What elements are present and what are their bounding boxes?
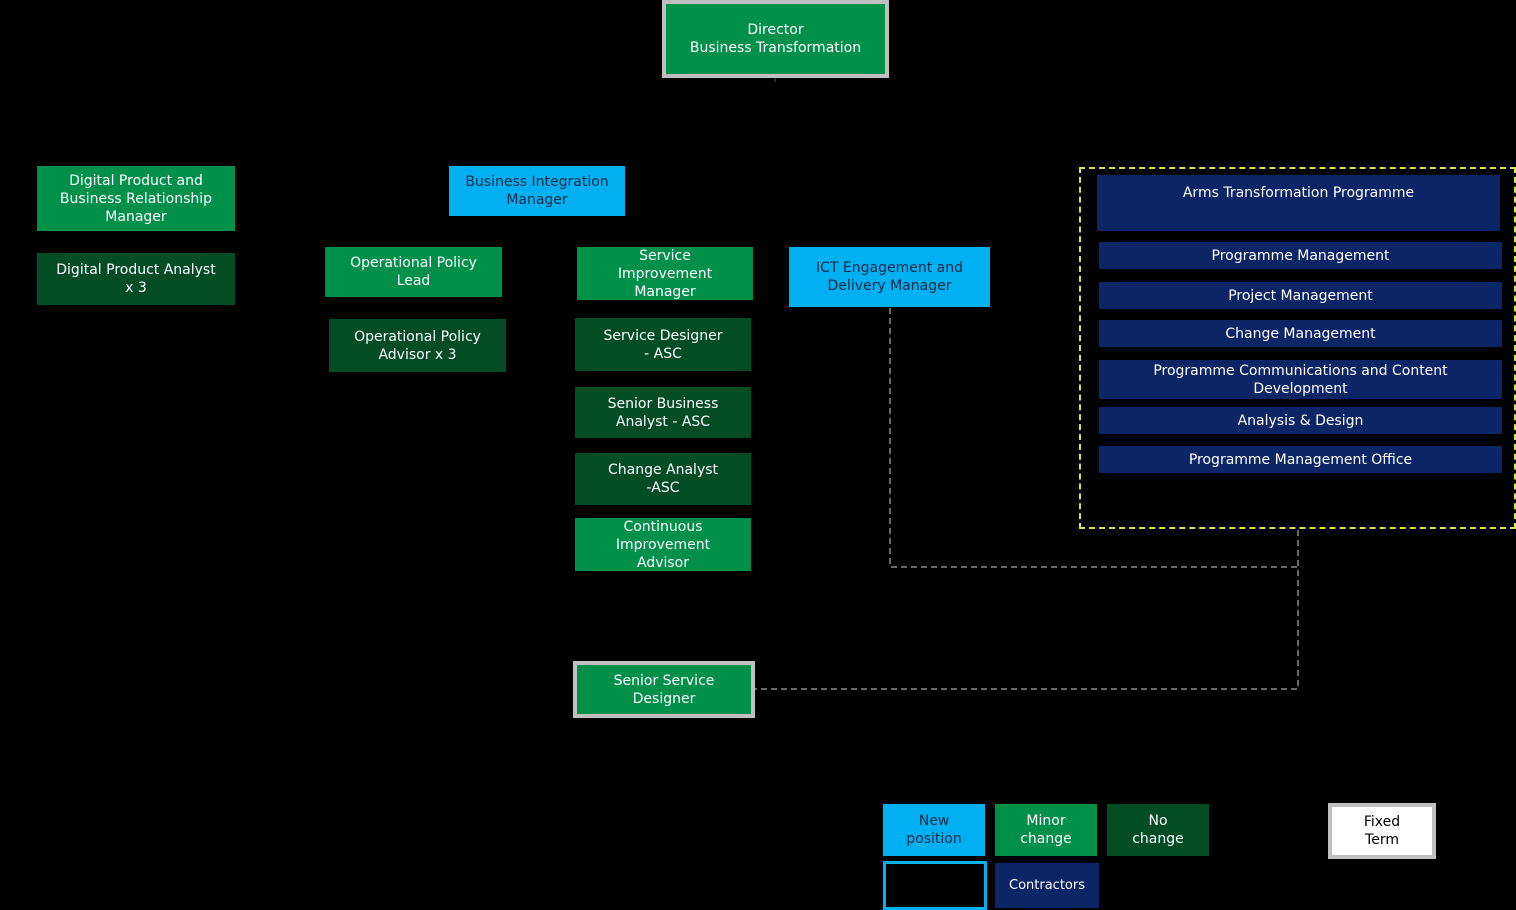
service-designer-label: Service Designer - ASC [603, 327, 723, 362]
digital-product-manager-box: Digital Product and Business Relationshi… [37, 166, 235, 231]
business-integration-manager-box: Business Integration Manager [449, 166, 625, 216]
continuous-improvement-advisor-box: Continuous Improvement Advisor [575, 518, 751, 571]
digital-product-manager-label: Digital Product and Business Relationshi… [59, 172, 213, 225]
operational-policy-advisor-box: Operational Policy Advisor x 3 [329, 319, 506, 372]
legend-fixed-term: Fixed Term [1328, 803, 1436, 859]
digital-product-analyst-label: Digital Product Analyst x 3 [56, 262, 216, 296]
legend-contractors-label: Contractors [1009, 877, 1085, 893]
director-label: Director Business Transformation [689, 22, 862, 56]
programme-item: Change Management [1099, 320, 1502, 347]
legend-fixed-term-label: Fixed Term [1363, 814, 1401, 848]
programme-item-label: Programme Communications and Content Dev… [1153, 362, 1448, 397]
senior-service-designer-box: Senior Service Designer [573, 661, 755, 718]
programme-item-label: Programme Management Office [1188, 451, 1413, 468]
programme-dashed-connector [755, 530, 1299, 690]
business-integration-manager-label: Business Integration Manager [465, 174, 609, 208]
programme-item: Programme Management Office [1099, 446, 1502, 473]
legend-no-change-label: No change [1132, 813, 1184, 847]
ict-engagement-manager-box: ICT Engagement and Delivery Manager [789, 247, 990, 307]
digital-product-analyst-box: Digital Product Analyst x 3 [37, 253, 235, 305]
programme-item: Analysis & Design [1099, 407, 1502, 434]
legend-contractors: Contractors [995, 863, 1099, 908]
operational-policy-advisor-label: Operational Policy Advisor x 3 [354, 328, 481, 363]
service-improvement-manager-box: Service Improvement Manager [577, 247, 753, 300]
continuous-improvement-advisor-label: Continuous Improvement Advisor [615, 518, 711, 571]
legend-minor-change-label: Minor change [1020, 813, 1072, 847]
operational-policy-lead-label: Operational Policy Lead [350, 255, 477, 289]
legend-new-position: New position [883, 804, 985, 856]
programme-item-label: Analysis & Design [1237, 412, 1364, 429]
programme-item: Project Management [1099, 282, 1502, 309]
service-improvement-manager-label: Service Improvement Manager [617, 247, 713, 300]
programme-item-label: Change Management [1225, 325, 1376, 342]
senior-business-analyst-label: Senior Business Analyst - ASC [607, 395, 719, 430]
legend-no-change: No change [1107, 804, 1209, 856]
legend-new-position-label: New position [906, 813, 962, 847]
change-analyst-box: Change Analyst -ASC [575, 453, 751, 505]
director-box: Director Business Transformation [662, 0, 889, 78]
programme-item: Programme Communications and Content Dev… [1099, 360, 1502, 399]
operational-policy-lead-box: Operational Policy Lead [325, 247, 502, 297]
programme-item-label: Project Management [1228, 287, 1373, 304]
service-designer-box: Service Designer - ASC [575, 318, 751, 371]
programme-item: Programme Management [1099, 242, 1502, 269]
ict-engagement-manager-label: ICT Engagement and Delivery Manager [816, 260, 963, 294]
programme-item-label: Programme Management [1211, 247, 1390, 264]
ict-dashed-connector [889, 308, 1298, 568]
senior-service-designer-label: Senior Service Designer [613, 672, 715, 707]
programme-frame [1079, 167, 1516, 529]
senior-business-analyst-box: Senior Business Analyst - ASC [575, 387, 751, 438]
arms-transformation-programme-label: Arms Transformation Programme [1182, 185, 1415, 201]
change-analyst-label: Change Analyst -ASC [607, 462, 719, 496]
legend-minor-change: Minor change [995, 804, 1097, 856]
legend-blank-outline [883, 861, 987, 910]
arms-transformation-programme-box: Arms Transformation Programme [1097, 175, 1500, 231]
